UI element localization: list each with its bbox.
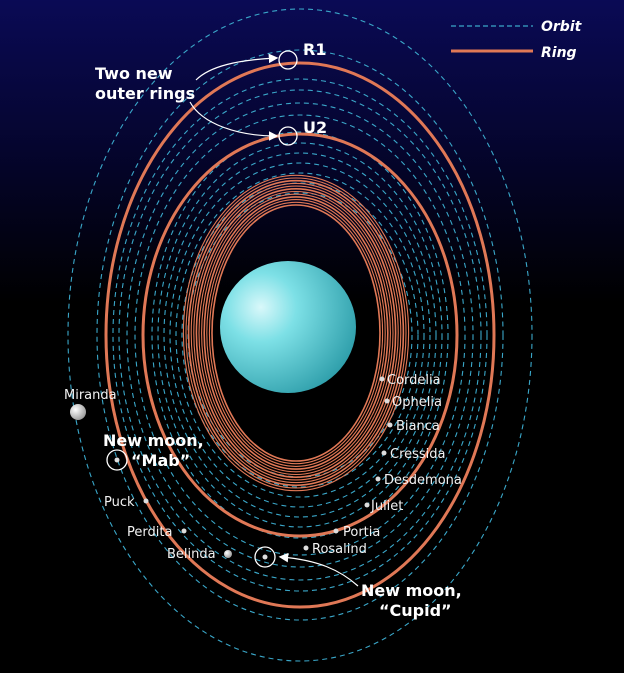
cupid-marker-circle <box>254 546 276 568</box>
cupid-moon-dot <box>262 554 268 560</box>
moon-label: Juliet <box>370 499 403 514</box>
mab-callout-line1: New moon, <box>103 431 204 450</box>
outer-rings-callout-line2: outer rings <box>95 84 195 103</box>
moon-belinda: Belinda <box>167 547 232 562</box>
moon-label: Rosalind <box>312 542 367 557</box>
inner-ring <box>211 204 381 462</box>
moon-dot <box>303 545 309 551</box>
orbit-line <box>157 142 443 528</box>
inner-ring <box>185 177 407 489</box>
callout-arrow-u2 <box>189 101 279 141</box>
inner-ring <box>206 199 386 467</box>
moon-dot <box>375 476 381 482</box>
ring-u2 <box>141 132 459 538</box>
moon-bianca: Bianca <box>387 419 440 434</box>
ring-r1 <box>104 61 496 609</box>
u2-marker-circle <box>278 126 298 146</box>
orbit-line <box>181 182 419 488</box>
moon-miranda: Miranda <box>64 388 117 420</box>
r1-marker-circle <box>278 50 298 70</box>
moon-label: Portia <box>343 525 380 540</box>
moon-dot <box>384 398 390 404</box>
moon-desdemona: Desdemona <box>375 473 462 488</box>
moon-label: Belinda <box>167 547 216 562</box>
moon-label: Puck <box>104 495 135 510</box>
orbit-line <box>175 172 425 498</box>
inner-ring <box>193 185 399 481</box>
moon-perdita: Perdita <box>127 525 187 540</box>
inner-ring <box>190 182 402 484</box>
moon-juliet: Juliet <box>364 499 403 514</box>
inner-ring-system <box>182 174 410 492</box>
orbit-line <box>126 102 474 568</box>
moon-label: Bianca <box>396 419 440 434</box>
callout-arrow-cupid <box>278 552 359 587</box>
moon-label: Ophelia <box>392 395 442 410</box>
legend-orbit-label: Orbit <box>541 19 583 35</box>
moon-dot <box>364 502 370 508</box>
mab-callout-line2: “Mab” <box>131 451 190 470</box>
orbit-line <box>118 89 482 581</box>
orbit-line <box>112 78 488 592</box>
callout-arrow-r1 <box>195 53 279 81</box>
moon-dot <box>181 528 187 534</box>
cupid-callout-line1: New moon, <box>361 581 462 600</box>
moon-dot <box>381 450 387 456</box>
inner-ring <box>201 193 391 473</box>
inner-ring <box>208 201 384 465</box>
moon-cordelia: Cordelia <box>379 373 441 388</box>
mab-marker-circle <box>106 449 128 471</box>
orbit-line <box>163 152 437 518</box>
inner-ring <box>182 174 410 492</box>
moon-rosalind: Rosalind <box>303 542 367 557</box>
orbit-line <box>169 162 431 508</box>
moon-label: Desdemona <box>384 473 462 488</box>
moon-dot <box>70 404 86 420</box>
outer-rings-callout-line1: Two new <box>95 64 173 83</box>
moon-label: Perdita <box>127 525 172 540</box>
moon-ophelia: Ophelia <box>384 395 442 410</box>
orbit-line <box>67 8 533 662</box>
inner-ring <box>195 188 397 478</box>
moon-dot <box>143 498 149 504</box>
moon-dot <box>387 422 393 428</box>
orbit-line <box>151 131 449 539</box>
moon-dot <box>224 550 232 558</box>
legend: Orbit Ring <box>451 19 583 61</box>
inner-ring <box>187 179 405 487</box>
moon-label: Cordelia <box>387 373 441 388</box>
inner-ring <box>198 190 394 476</box>
mab-moon-dot <box>114 457 120 463</box>
moon-dot <box>333 528 339 534</box>
moon-portia: Portia <box>333 525 380 540</box>
r1-label: R1 <box>303 40 326 59</box>
u2-label: U2 <box>303 118 327 137</box>
legend-ring-label: Ring <box>541 45 577 61</box>
cupid-callout-line2: “Cupid” <box>379 601 452 620</box>
inner-ring <box>203 196 389 470</box>
orbit-lines <box>67 8 533 662</box>
orbit-line <box>134 114 466 556</box>
moon-dot <box>379 376 385 382</box>
orbit-line <box>96 49 504 621</box>
moon-puck: Puck <box>104 495 149 510</box>
uranus-planet <box>220 261 356 393</box>
moon-label: Cressida <box>390 447 446 462</box>
moon-label: Miranda <box>64 388 117 403</box>
moon-cressida: Cressida <box>381 447 446 462</box>
